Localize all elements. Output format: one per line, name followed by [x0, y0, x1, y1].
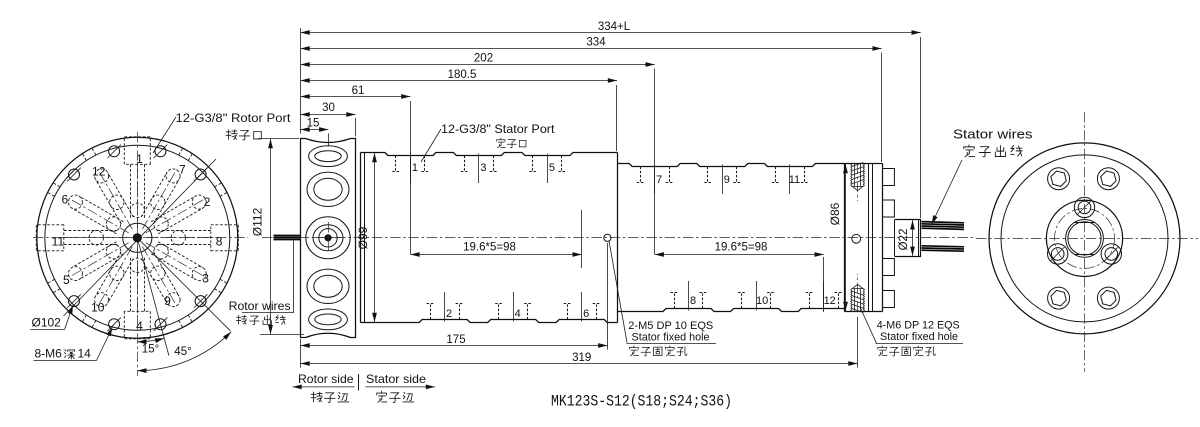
svg-text:Stator fixed hole: Stator fixed hole [632, 331, 710, 343]
svg-text:8: 8 [690, 295, 696, 307]
svg-text:12: 12 [824, 295, 836, 307]
svg-text:11: 11 [789, 174, 800, 186]
svg-text:175: 175 [446, 334, 465, 346]
svg-text:9: 9 [724, 174, 730, 186]
svg-text:19.6*5=98: 19.6*5=98 [715, 241, 768, 253]
svg-text:202: 202 [474, 53, 493, 65]
svg-text:4-M6 DP 12 EQS: 4-M6 DP 12 EQS [877, 320, 960, 332]
svg-text:12: 12 [92, 165, 106, 179]
svg-text:4: 4 [136, 319, 143, 333]
svg-text:5: 5 [63, 273, 70, 287]
svg-text:3: 3 [480, 162, 486, 174]
svg-text:15°: 15° [142, 344, 159, 356]
svg-text:1: 1 [136, 152, 143, 166]
svg-text:19.6*5=98: 19.6*5=98 [463, 241, 516, 253]
svg-text:7: 7 [179, 163, 186, 177]
svg-text:Ø102: Ø102 [32, 316, 62, 330]
svg-text:Ø86: Ø86 [828, 202, 842, 225]
svg-text:5: 5 [549, 162, 555, 174]
svg-text:10: 10 [756, 295, 768, 307]
svg-text:Ø99: Ø99 [356, 226, 370, 249]
svg-text:10: 10 [91, 300, 105, 314]
svg-text:7: 7 [656, 174, 662, 186]
svg-text:12-G3/8" Stator Port: 12-G3/8" Stator Port [441, 122, 555, 136]
svg-text:2-M5 DP 10 EQS: 2-M5 DP 10 EQS [628, 320, 713, 332]
svg-text:3: 3 [202, 272, 209, 286]
svg-text:Rotor wires: Rotor wires [229, 299, 291, 313]
svg-text:Stator fixed hole: Stator fixed hole [880, 331, 958, 343]
svg-text:Stator wires: Stator wires [953, 127, 1033, 142]
svg-text:4: 4 [515, 308, 521, 320]
svg-text:9: 9 [164, 294, 171, 308]
svg-text:11: 11 [52, 234, 65, 248]
svg-text:180.5: 180.5 [448, 69, 477, 81]
svg-text:45°: 45° [174, 346, 191, 358]
svg-text:6: 6 [62, 193, 69, 207]
svg-text:12-G3/8" Rotor Port: 12-G3/8" Rotor Port [176, 111, 292, 125]
svg-text:8: 8 [216, 234, 223, 248]
svg-text:30: 30 [322, 102, 335, 114]
svg-text:1: 1 [412, 162, 418, 174]
svg-text:15: 15 [307, 118, 320, 130]
svg-text:Ø112: Ø112 [251, 207, 265, 236]
svg-text:334: 334 [586, 37, 606, 49]
svg-text:Stator side: Stator side [366, 372, 426, 386]
svg-text:334+L: 334+L [598, 21, 631, 33]
svg-text:Ø22: Ø22 [898, 229, 910, 251]
svg-text:14: 14 [78, 347, 92, 361]
svg-text:Rotor side: Rotor side [298, 372, 354, 386]
svg-text:319: 319 [572, 352, 591, 364]
svg-text:MK123S-S12(S18;S24;S36): MK123S-S12(S18;S24;S36) [551, 393, 732, 411]
svg-text:2: 2 [204, 195, 211, 209]
svg-text:8-M6: 8-M6 [35, 347, 63, 361]
svg-text:2: 2 [446, 308, 452, 320]
svg-text:6: 6 [583, 308, 589, 320]
svg-text:61: 61 [352, 85, 365, 97]
